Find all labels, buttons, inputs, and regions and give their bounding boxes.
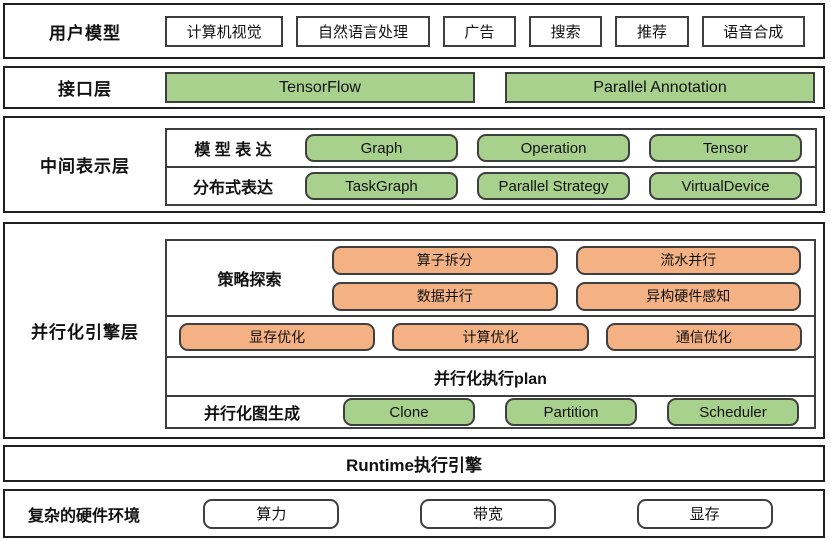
app-domain-box-recommend: 推荐 [615,15,689,47]
hardware-box-compute-power: 算力 [203,498,340,529]
strategy-box-hetero-hw-aware: 异构硬件感知 [575,281,801,311]
hardware-box-bandwidth: 带宽 [419,498,556,529]
engine-label: 并行化引擎层 [31,323,139,342]
hardware-box-memory: 显存 [636,498,773,529]
app-domain-box-nlp: 自然语言处理 [296,15,430,47]
graph-generation-boxes: Clone Partition Scheduler [343,398,799,426]
optimization-box-memory: 显存优化 [179,322,376,351]
framework-list: TensorFlow Parallel Annotation [165,72,815,103]
hardware-boxes: 算力 带宽 显存 [163,498,813,529]
graph-generation-section: 并行化图生成 Clone Partition Scheduler [167,397,814,427]
app-domain-box-cv: 计算机视觉 [165,15,284,47]
app-domain-list: 计算机视觉 自然语言处理 广告 搜索 推荐 语音合成 [165,15,805,47]
strategy-box-pipeline-parallel: 流水并行 [575,245,801,275]
engine-container: 策略探索 算子拆分 流水并行 数据并行 异构硬件感知 显存优化 计算优化 通信优… [165,239,816,429]
ir-distributed-boxes: TaskGraph Parallel Strategy VirtualDevic… [305,172,802,200]
plan-label: 并行化执行plan [434,370,547,388]
layer-runtime: Runtime执行引擎 [3,445,825,482]
ir-distributed-label: 分布式表达 [192,180,273,197]
layer-engine: 并行化引擎层 策略探索 算子拆分 流水并行 数据并行 异构硬件感知 显存优化 [3,222,825,439]
ir-model-label: 模 型 表 达 [194,142,272,159]
ir-distributed-row: 分布式表达 TaskGraph Parallel Strategy Virtua… [167,166,815,204]
layer-interface: 接口层 TensorFlow Parallel Annotation [3,66,825,109]
strategy-section: 策略探索 算子拆分 流水并行 数据并行 异构硬件感知 [167,241,814,317]
graph-generation-label: 并行化图生成 [203,406,300,423]
optimization-box-compute: 计算优化 [392,322,589,351]
intermediate-label: 中间表示层 [40,157,130,176]
layer-intermediate: 中间表示层 模 型 表 达 Graph Operation Tensor 分布式… [3,116,825,213]
hardware-label: 复杂的硬件环境 [27,507,140,525]
ir-box-graph: Graph [305,134,458,162]
layer-hardware: 复杂的硬件环境 算力 带宽 显存 [3,489,825,538]
ir-model-boxes: Graph Operation Tensor [305,134,802,162]
interface-label: 接口层 [58,80,112,99]
app-domain-box-ads: 广告 [442,15,516,47]
ir-box-operation: Operation [477,134,630,162]
strategy-grid: 算子拆分 流水并行 数据并行 异构硬件感知 [332,245,801,311]
ir-container: 模 型 表 达 Graph Operation Tensor 分布式表达 Tas… [165,128,817,206]
optimization-section: 显存优化 计算优化 通信优化 [167,317,814,358]
strategy-label: 策略探索 [217,272,282,289]
graphgen-box-scheduler: Scheduler [667,398,799,426]
plan-section: 并行化执行plan [167,358,814,397]
strategy-box-op-split: 算子拆分 [332,245,558,275]
layer-user-model: 用户模型 计算机视觉 自然语言处理 广告 搜索 推荐 语音合成 [3,3,825,59]
graphgen-box-partition: Partition [505,398,637,426]
ir-box-virtualdevice: VirtualDevice [649,172,802,200]
strategy-grid-row: 数据并行 异构硬件感知 [332,281,801,311]
ir-box-parallel-strategy: Parallel Strategy [477,172,630,200]
framework-box-tensorflow: TensorFlow [165,72,475,103]
strategy-grid-row: 算子拆分 流水并行 [332,245,801,275]
graphgen-box-clone: Clone [343,398,475,426]
ir-box-taskgraph: TaskGraph [305,172,458,200]
app-domain-box-speech: 语音合成 [701,15,805,47]
strategy-box-data-parallel: 数据并行 [332,281,558,311]
optimization-box-communication: 通信优化 [605,322,802,351]
ir-box-tensor: Tensor [649,134,802,162]
ir-model-row: 模 型 表 达 Graph Operation Tensor [167,130,815,166]
framework-box-parallel-annotation: Parallel Annotation [505,72,815,103]
app-domain-box-search: 搜索 [528,15,603,47]
runtime-label: Runtime执行引擎 [346,456,482,475]
user-model-label: 用户模型 [49,23,121,43]
